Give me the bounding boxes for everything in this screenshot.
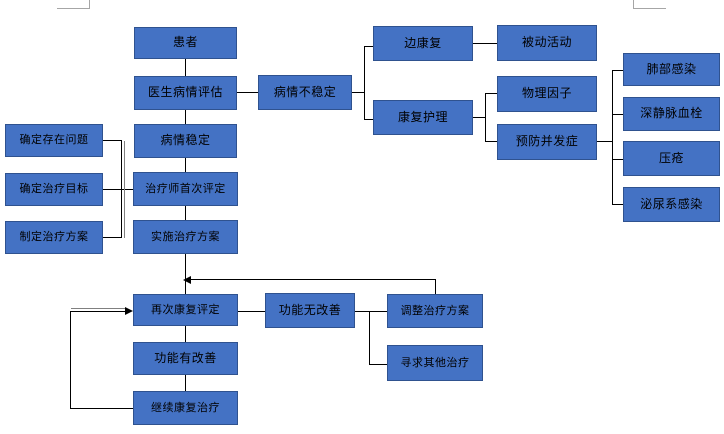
node-determine-goal[interactable]: 确定治疗目标 [5, 173, 103, 206]
edge-reassessment-to-has-improvement [185, 326, 186, 342]
node-label: 物理因子 [521, 86, 572, 101]
node-label: 再次康复评定 [151, 302, 220, 316]
node-label: 功能有改善 [154, 350, 217, 365]
node-label: 预防并发症 [515, 134, 579, 149]
node-lung-infection[interactable]: 肺部感染 [623, 53, 720, 86]
edge-first-assessment-to-implement [185, 206, 186, 220]
crop-mark-top-right [633, 0, 666, 9]
edge-rehab-nursing-to-physical-factors [485, 93, 497, 94]
edge-bracket-to-seek-other [369, 364, 387, 365]
edge-continue-loop-left [70, 408, 133, 409]
node-condition-stable[interactable]: 病情稳定 [134, 124, 237, 158]
edge-bracket-to-urinary-infection [612, 204, 623, 205]
edge-prevent-complications-stub [597, 141, 612, 142]
edge-has-improvement-to-continue [185, 375, 186, 391]
node-has-improvement[interactable]: 功能有改善 [133, 342, 238, 375]
edge-no-improvement-stub [355, 311, 369, 312]
node-urinary-infection[interactable]: 泌尿系感染 [623, 187, 720, 222]
edge-continue-loop-shadow [71, 308, 125, 309]
node-label: 深静脉血栓 [640, 106, 703, 121]
node-reassessment[interactable]: 再次康复评定 [133, 294, 238, 326]
node-label: 寻求其他治疗 [400, 355, 470, 369]
edge-formulate-plan-stub [103, 237, 121, 238]
edge-continue-loop-to-reassessment [70, 311, 125, 312]
node-identify-problem[interactable]: 确定存在问题 [5, 124, 103, 157]
edge-bracket-to-lung-infection [612, 70, 623, 71]
edge-rehab-nursing-to-prevent-complications [485, 141, 497, 142]
edge-patient-to-doctor [185, 59, 186, 76]
node-label: 调整治疗方案 [400, 303, 470, 317]
edge-bedside-rehab-to-passive-activity [473, 43, 497, 44]
node-patient[interactable]: 患者 [134, 27, 237, 59]
edge-complication-bracket [612, 70, 613, 204]
node-physical-factors[interactable]: 物理因子 [497, 76, 597, 112]
edge-doctor-to-unstable [237, 92, 258, 93]
edge-continue-loop-up [70, 311, 71, 409]
node-label: 压疮 [658, 150, 684, 165]
crop-mark-top-left [57, 0, 90, 9]
edge-adjust-plan-back-to-implement [186, 279, 435, 280]
edge-doctor-to-stable [185, 110, 186, 124]
node-doctor-assessment[interactable]: 医生病情评估 [134, 76, 237, 110]
node-bedside-rehab[interactable]: 边康复 [373, 26, 473, 61]
edge-left-group-bracket-shadow [124, 141, 125, 238]
node-label: 继续康复治疗 [151, 400, 220, 414]
node-label: 病情不稳定 [273, 84, 337, 99]
edge-stable-to-first-assessment [185, 158, 186, 172]
node-implement-treatment-plan[interactable]: 实施治疗方案 [133, 220, 238, 254]
node-label: 被动活动 [521, 35, 572, 50]
edge-bracket-to-bedside-rehab [364, 46, 373, 47]
edge-left-group-bracket [121, 140, 122, 238]
node-label: 患者 [172, 35, 198, 50]
node-prevent-complications[interactable]: 预防并发症 [497, 124, 597, 160]
node-formulate-plan[interactable]: 制定治疗方案 [5, 221, 103, 254]
node-seek-other-treatment[interactable]: 寻求其他治疗 [387, 345, 483, 381]
arrowhead-to-reassessment [125, 307, 133, 315]
node-rehab-nursing[interactable]: 康复护理 [373, 100, 473, 135]
edge-bracket-to-pressure-sore [612, 159, 623, 160]
node-label: 治疗师首次评定 [145, 181, 226, 195]
node-no-improvement[interactable]: 功能无改善 [265, 293, 355, 328]
edge-bracket-to-rehab-nursing [364, 119, 373, 120]
edge-determine-goal-stub [103, 189, 133, 190]
node-adjust-treatment-plan[interactable]: 调整治疗方案 [387, 294, 483, 328]
node-passive-activity[interactable]: 被动活动 [497, 25, 597, 61]
arrowhead-to-implement [183, 276, 191, 284]
edge-rehab-nursing-stub [473, 117, 485, 118]
node-therapist-first-assessment[interactable]: 治疗师首次评定 [133, 172, 238, 206]
node-label: 制定治疗方案 [19, 230, 89, 244]
edge-identify-problem-stub [103, 140, 121, 141]
edge-unstable-bracket [364, 46, 365, 119]
node-label: 边康复 [404, 35, 442, 50]
edge-reassessment-to-no-improvement [238, 311, 265, 312]
node-label: 确定治疗目标 [19, 182, 89, 196]
edge-implement-to-reassessment [185, 254, 186, 294]
node-label: 确定存在问题 [19, 133, 89, 147]
node-label: 实施治疗方案 [151, 229, 220, 243]
node-label: 泌尿系感染 [640, 196, 703, 211]
node-continue-rehab[interactable]: 继续康复治疗 [133, 391, 238, 425]
edge-rehab-nursing-bracket [485, 93, 486, 141]
edge-no-improvement-bracket [369, 311, 370, 364]
node-label: 肺部感染 [646, 61, 697, 76]
node-label: 功能无改善 [278, 302, 342, 317]
node-label: 医生病情评估 [147, 85, 223, 100]
node-label: 康复护理 [397, 109, 448, 124]
edge-bracket-to-adjust-plan [369, 311, 387, 312]
node-condition-unstable[interactable]: 病情不稳定 [258, 75, 352, 110]
node-label: 病情稳定 [160, 133, 211, 148]
edge-unstable-stub [352, 92, 364, 93]
node-deep-vein-thrombosis[interactable]: 深静脉血栓 [623, 97, 720, 131]
edge-adjust-plan-up [435, 279, 436, 302]
node-pressure-sore[interactable]: 压疮 [623, 141, 720, 176]
edge-bracket-to-dvt [612, 114, 623, 115]
